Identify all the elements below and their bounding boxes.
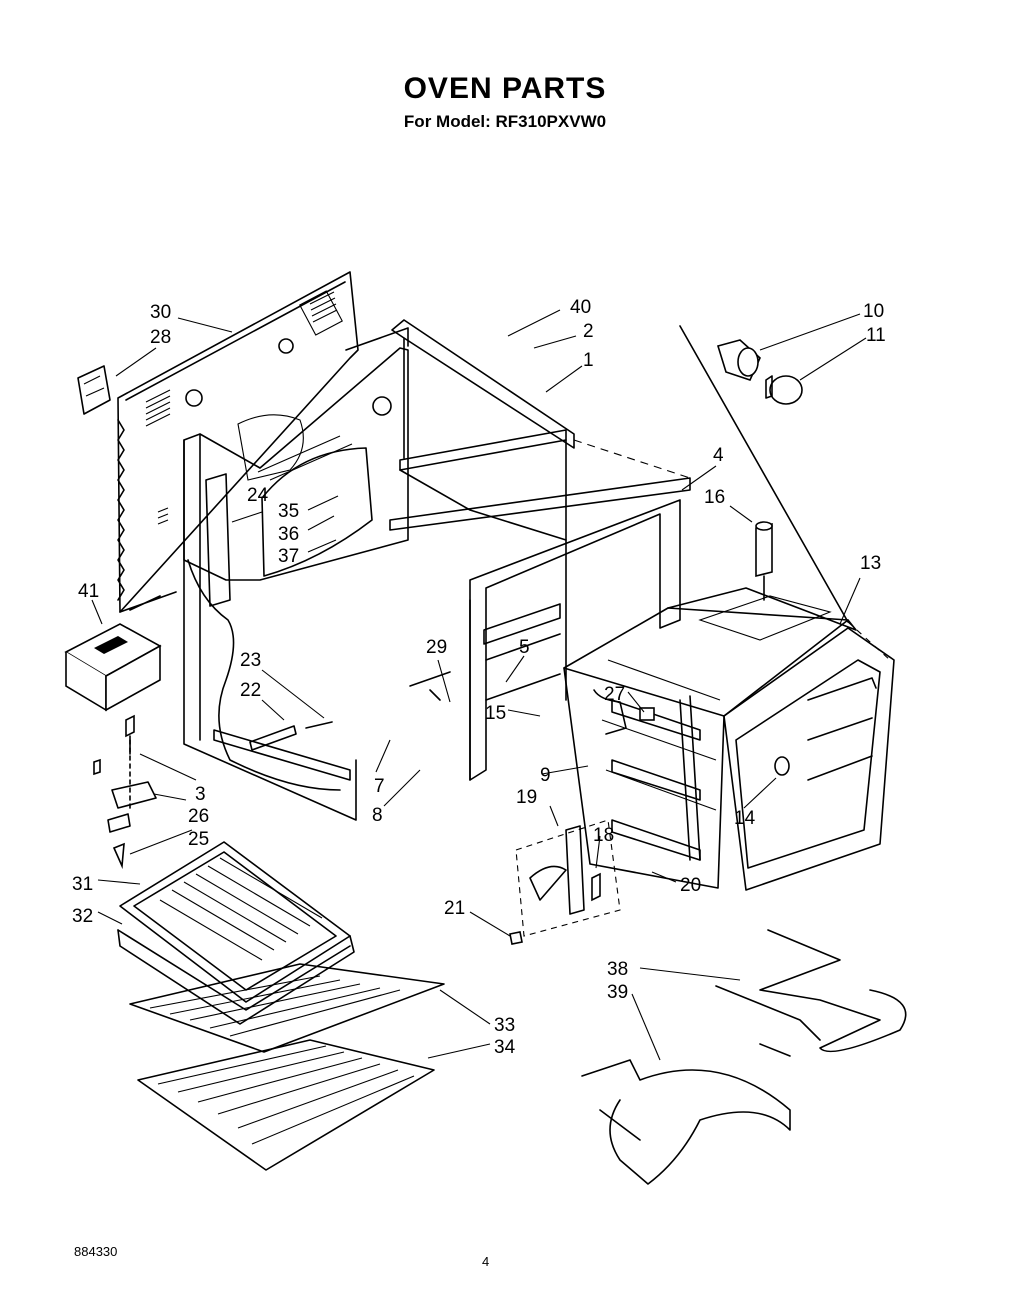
callout-19: 19 [516,787,537,808]
relay-box-part [64,623,162,712]
callout-26: 26 [188,806,209,827]
callout-35: 35 [278,501,299,522]
callout-8: 8 [372,805,383,826]
document-number: 884330 [74,1244,118,1259]
callout-27: 27 [604,684,625,705]
callout-18: 18 [593,825,614,846]
callout-36: 36 [278,524,299,545]
callout-37: 37 [278,546,299,567]
light-socket-part [716,339,803,405]
callout-10: 10 [863,301,884,322]
callout-24: 24 [247,485,269,506]
guide-line-dashed [847,621,891,661]
callout-7: 7 [374,776,385,797]
bake-broil-element-part [581,929,907,1185]
callout-15: 15 [485,703,506,724]
callout-23: 23 [240,650,261,671]
callout-13: 13 [860,553,881,574]
page-title: OVEN PARTS [403,72,607,105]
sensor-part [755,521,773,601]
callout-22: 22 [240,680,261,701]
oven-rack-part [129,963,445,1171]
callout-38: 38 [607,959,628,980]
oven-frame-part [389,319,691,781]
callout-29: 29 [426,637,447,658]
callout-2: 2 [583,321,594,342]
callout-21: 21 [444,898,465,919]
callout-11: 11 [866,325,886,346]
page-number: 4 [482,1254,490,1269]
callout-31: 31 [72,874,93,895]
callout-16: 16 [704,487,725,508]
callout-4: 4 [713,445,724,466]
callout-30: 30 [150,302,171,323]
callout-25: 25 [188,829,209,850]
oven-cavity-part [563,587,895,891]
callout-39: 39 [607,982,628,1003]
latch-bracket-part [509,819,621,945]
callout-3: 3 [195,784,206,805]
callout-34: 34 [494,1037,516,1058]
callout-28: 28 [150,327,171,348]
callout-32: 32 [72,906,93,927]
side-panel-part [183,327,409,821]
leader-lines [91,309,867,1061]
callout-9: 9 [540,765,551,786]
callout-40: 40 [570,297,591,318]
callout-41: 41 [78,581,99,602]
guide-line [679,325,849,623]
model-subtitle: For Model: RF310PXVW0 [403,112,607,131]
hinge-part [93,714,157,870]
callout-labels: 30 28 40 2 1 10 11 4 16 13 24 35 36 37 4… [72,297,886,1058]
bracket-part [77,365,111,415]
broiler-pan-part [117,841,355,1025]
element-wire-part [187,559,451,791]
callout-20: 20 [680,875,701,896]
callout-1: 1 [583,350,594,371]
callout-5: 5 [519,637,530,658]
callout-33: 33 [494,1015,515,1036]
back-panel-part [117,271,359,613]
callout-14: 14 [734,808,756,829]
